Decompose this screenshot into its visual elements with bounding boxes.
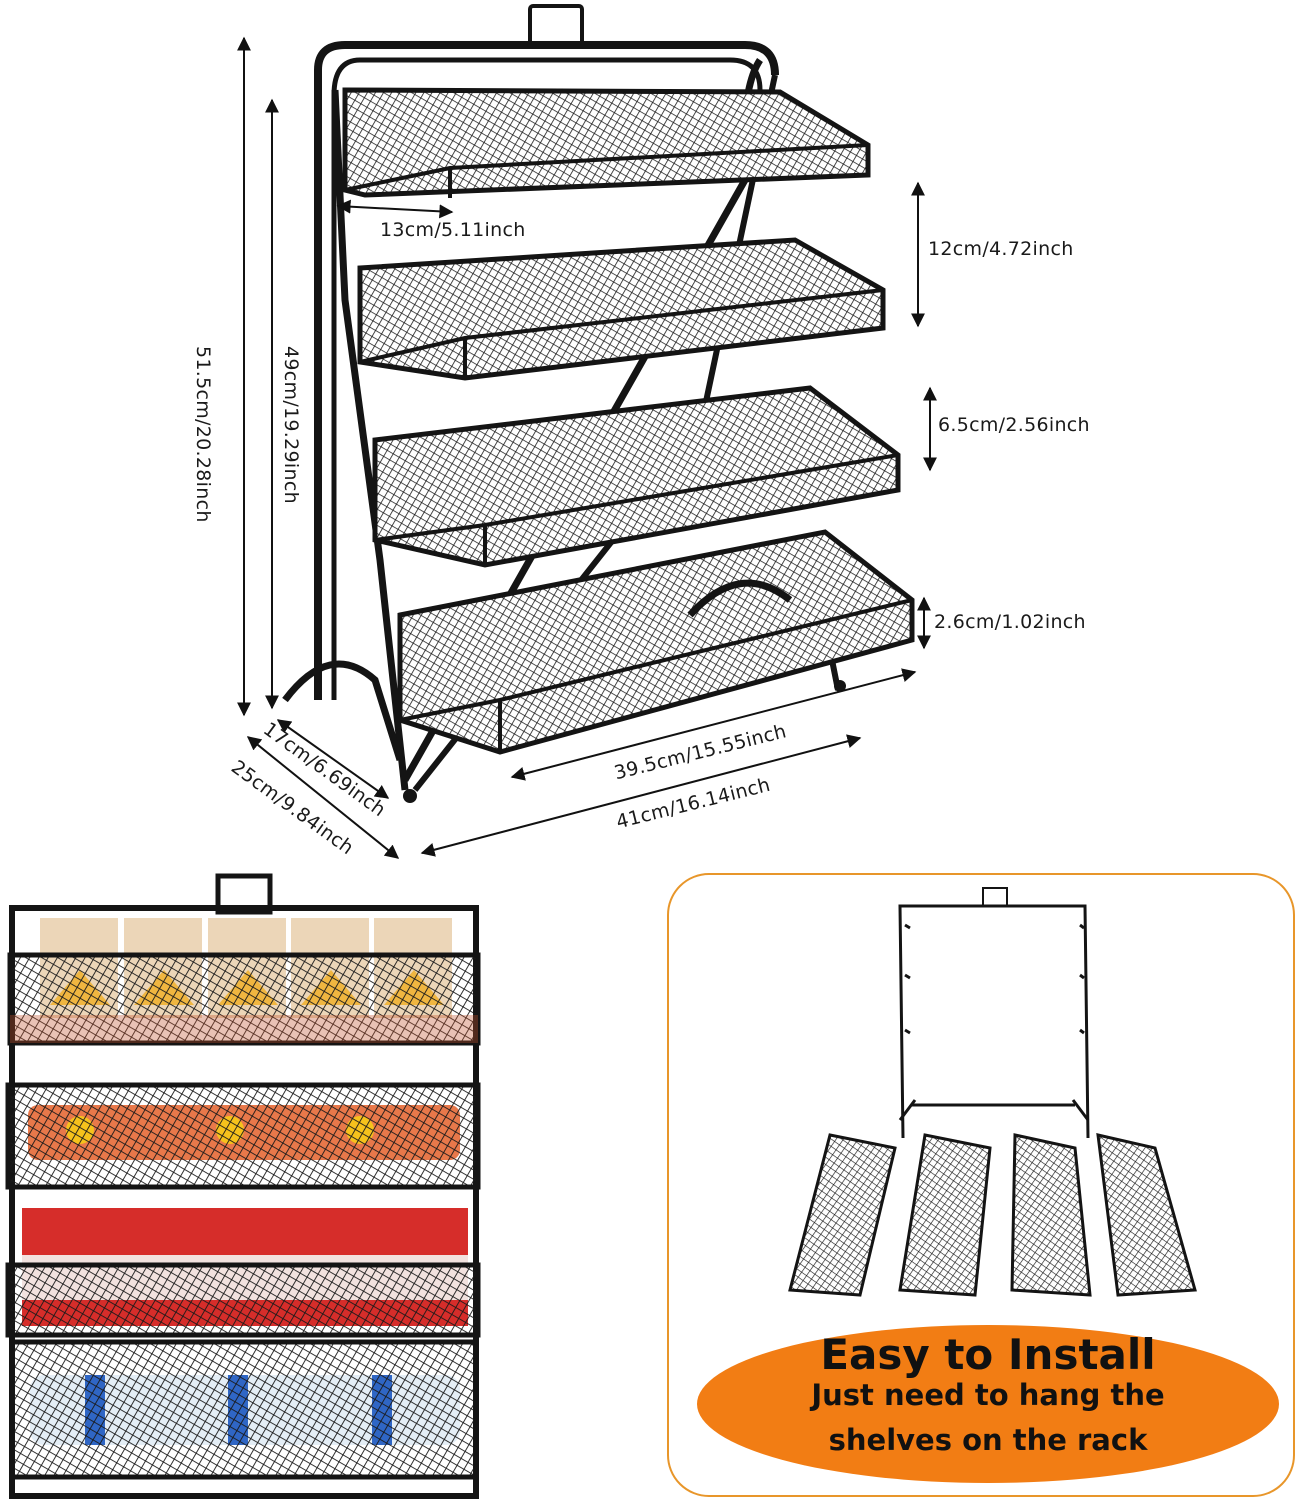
dim-shelf-gap: 12cm/4.72inch: [928, 238, 1074, 260]
dim-total-height: 51.5cm/20.28inch: [192, 346, 214, 523]
install-oval: [697, 1325, 1279, 1483]
shelf-1: [342, 87, 871, 198]
dim-rack-height: 49cm/19.29inch: [280, 346, 302, 504]
install-line-1: Just need to hang the: [811, 1378, 1165, 1412]
rack-diagram: [237, 4, 937, 859]
dim-shelf-depth: 13cm/5.11inch: [380, 219, 526, 241]
dim-front-height: 6.5cm/2.56inch: [938, 414, 1090, 436]
shelf-3: [372, 385, 901, 568]
install-line-2: shelves on the rack: [828, 1423, 1148, 1457]
install-title: Easy to Install: [820, 1330, 1156, 1379]
dim-foot-height: 2.6cm/1.02inch: [934, 611, 1086, 633]
shelf-2: [357, 237, 886, 381]
